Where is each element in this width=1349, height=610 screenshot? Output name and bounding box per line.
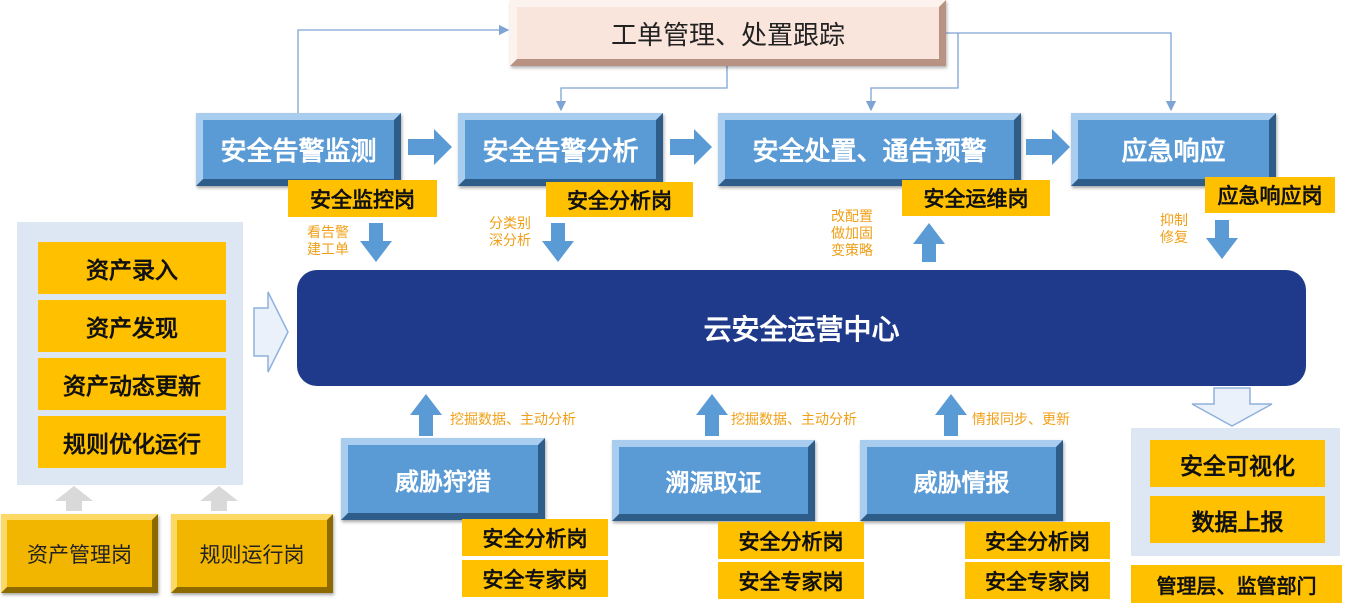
note-line: 做加固: [831, 226, 873, 242]
stage-label: 安全处置、通告预警: [752, 137, 987, 167]
arrow-up-trace: [696, 394, 728, 436]
arrow-down-monitor: [360, 223, 392, 262]
role-tag: 安全分析岗: [462, 519, 608, 556]
arrow-right-2: [670, 129, 712, 165]
stage-label: 应急响应: [1121, 137, 1226, 167]
note-emergency: 抑制 修复: [1160, 213, 1188, 247]
line-monitor-to-top: [297, 24, 510, 113]
arrow-up-asset-role: [55, 486, 93, 511]
note-trace: 挖掘数据、主动分析: [731, 412, 857, 428]
box-threat-intel: 威胁情报: [860, 440, 1063, 521]
note-line: 改配置: [831, 209, 873, 225]
role-tag: 安全运维岗: [902, 180, 1050, 216]
arrow-up-hunt: [410, 394, 442, 436]
role-tag: 安全分析岗: [965, 522, 1110, 559]
arrow-up-dispose: [913, 223, 945, 262]
arrow-down-emergency: [1206, 220, 1238, 259]
report-item: 数据上报: [1150, 496, 1325, 543]
role-tag: 安全专家岗: [718, 562, 864, 599]
line-top-to-dispose: [865, 33, 959, 112]
line-top-to-analysis: [555, 66, 728, 112]
note-line: 修复: [1160, 230, 1188, 246]
stage-emergency: 应急响应: [1071, 113, 1276, 186]
arrow-up-intel: [935, 394, 967, 436]
stage-dispose: 安全处置、通告预警: [718, 113, 1021, 186]
note-dispose: 改配置 做加固 变策略: [831, 209, 873, 260]
asset-item: 资产录入: [38, 242, 226, 294]
arrow-up-rule-role: [200, 486, 238, 511]
note-line: 抑制: [1160, 213, 1188, 229]
role-label: 规则运行岗: [199, 542, 305, 567]
stage-label: 安全告警分析: [482, 137, 639, 167]
stage-label: 安全告警监测: [220, 137, 377, 167]
box-label: 溯源取证: [665, 469, 762, 497]
line-top-to-emergency: [946, 32, 1177, 112]
role-tag: 应急响应岗: [1205, 177, 1335, 213]
operations-center: 云安全运营中心: [297, 270, 1306, 386]
top-box-label: 工单管理、处置跟踪: [610, 20, 845, 51]
stage-analysis: 安全告警分析: [458, 113, 663, 186]
rule-operator-role: 规则运行岗: [171, 514, 333, 593]
box-threat-hunting: 威胁狩猎: [341, 438, 545, 520]
box-label: 威胁情报: [913, 469, 1010, 497]
note-line: 变策略: [831, 243, 873, 259]
stage-monitor: 安全告警监测: [196, 113, 401, 186]
box-label: 威胁狩猎: [395, 467, 491, 496]
role-label: 资产管理岗: [27, 542, 132, 567]
arrow-right-1: [408, 129, 452, 165]
center-label: 云安全运营中心: [703, 313, 900, 346]
note-analysis: 分类别 深分析: [489, 216, 531, 250]
note-monitor: 看告警 建工单: [307, 225, 349, 259]
arrow-right-3: [1026, 129, 1070, 165]
note-line: 看告警: [307, 225, 349, 241]
role-tag: 安全分析岗: [718, 522, 864, 559]
asset-item: 资产动态更新: [38, 358, 226, 410]
asset-item: 资产发现: [38, 300, 226, 352]
arrow-left-panel-to-center: [253, 291, 289, 373]
role-tag: 安全分析岗: [546, 182, 693, 217]
report-item: 安全可视化: [1150, 440, 1325, 487]
asset-manager-role: 资产管理岗: [1, 514, 158, 593]
arrow-center-to-right-panel: [1191, 387, 1273, 427]
report-caption: 管理层、监管部门: [1131, 565, 1342, 603]
note-intel: 情报同步、更新: [972, 412, 1070, 428]
note-line: 建工单: [307, 242, 349, 258]
note-hunt: 挖掘数据、主动分析: [450, 412, 576, 428]
box-forensics: 溯源取证: [612, 440, 815, 521]
top-box: 工单管理、处置跟踪: [510, 0, 946, 66]
role-tag: 安全专家岗: [965, 562, 1110, 599]
role-tag: 安全专家岗: [462, 560, 608, 597]
note-line: 深分析: [489, 233, 531, 249]
role-tag: 安全监控岗: [288, 180, 437, 217]
note-line: 分类别: [489, 216, 531, 232]
asset-item: 规则优化运行: [38, 416, 226, 468]
arrow-down-analysis: [542, 223, 574, 262]
